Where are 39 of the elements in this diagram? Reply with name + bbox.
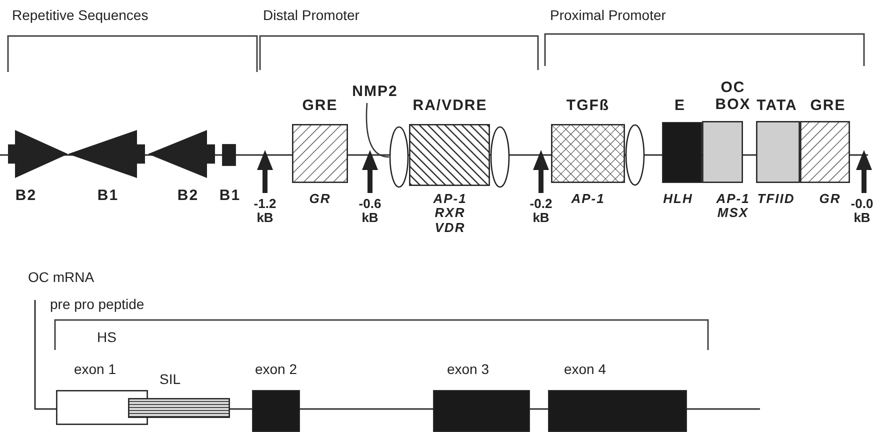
position-label: -0.0 kB <box>850 197 874 226</box>
element-label: TATA <box>756 98 798 114</box>
position-arrow <box>257 150 273 193</box>
element-label: B2 <box>176 188 200 204</box>
leader-line <box>366 102 390 158</box>
element-label: NMP2 <box>351 84 399 100</box>
factor-label: AP-1 <box>570 192 606 206</box>
region-label: Repetitive Sequences <box>12 8 148 24</box>
element-label: B2 <box>14 188 38 204</box>
position-label: -0.2 kB <box>528 197 554 226</box>
position-arrow <box>362 150 378 193</box>
element-label: exon 4 <box>562 362 608 378</box>
element-label: exon 1 <box>72 362 118 378</box>
element-label: E <box>673 98 686 114</box>
element-label: GRE <box>809 98 847 114</box>
element-label: OC BOX <box>714 80 752 113</box>
factor-label: AP-1 MSX <box>715 192 751 221</box>
element-label: SIL <box>158 372 182 388</box>
factor-label: AP-1 RXR VDR <box>432 192 468 235</box>
element-label: RA/VDRE <box>412 98 488 114</box>
position-label: -0.6 kB <box>358 197 382 226</box>
element-label: B1 <box>96 188 120 204</box>
element-label: exon 2 <box>254 362 298 378</box>
factor-label: GR <box>818 192 842 206</box>
transcript-label: OC mRNA <box>28 270 94 286</box>
region-label: HS <box>97 330 116 346</box>
factor-label: GR <box>308 192 332 206</box>
region-label: Distal Promoter <box>263 8 360 24</box>
element-label: TGFß <box>565 98 611 114</box>
factor-label: HLH <box>662 192 694 206</box>
region-label: Proximal Promoter <box>550 8 666 24</box>
factor-label: TFIID <box>756 192 796 206</box>
region-label: pre pro peptide <box>50 297 144 312</box>
position-arrow <box>533 150 549 193</box>
position-label: -1.2 kB <box>252 197 278 226</box>
position-arrow <box>856 150 872 193</box>
element-label: GRE <box>301 98 339 114</box>
element-label: exon 3 <box>446 362 490 378</box>
element-label: B1 <box>218 188 242 204</box>
